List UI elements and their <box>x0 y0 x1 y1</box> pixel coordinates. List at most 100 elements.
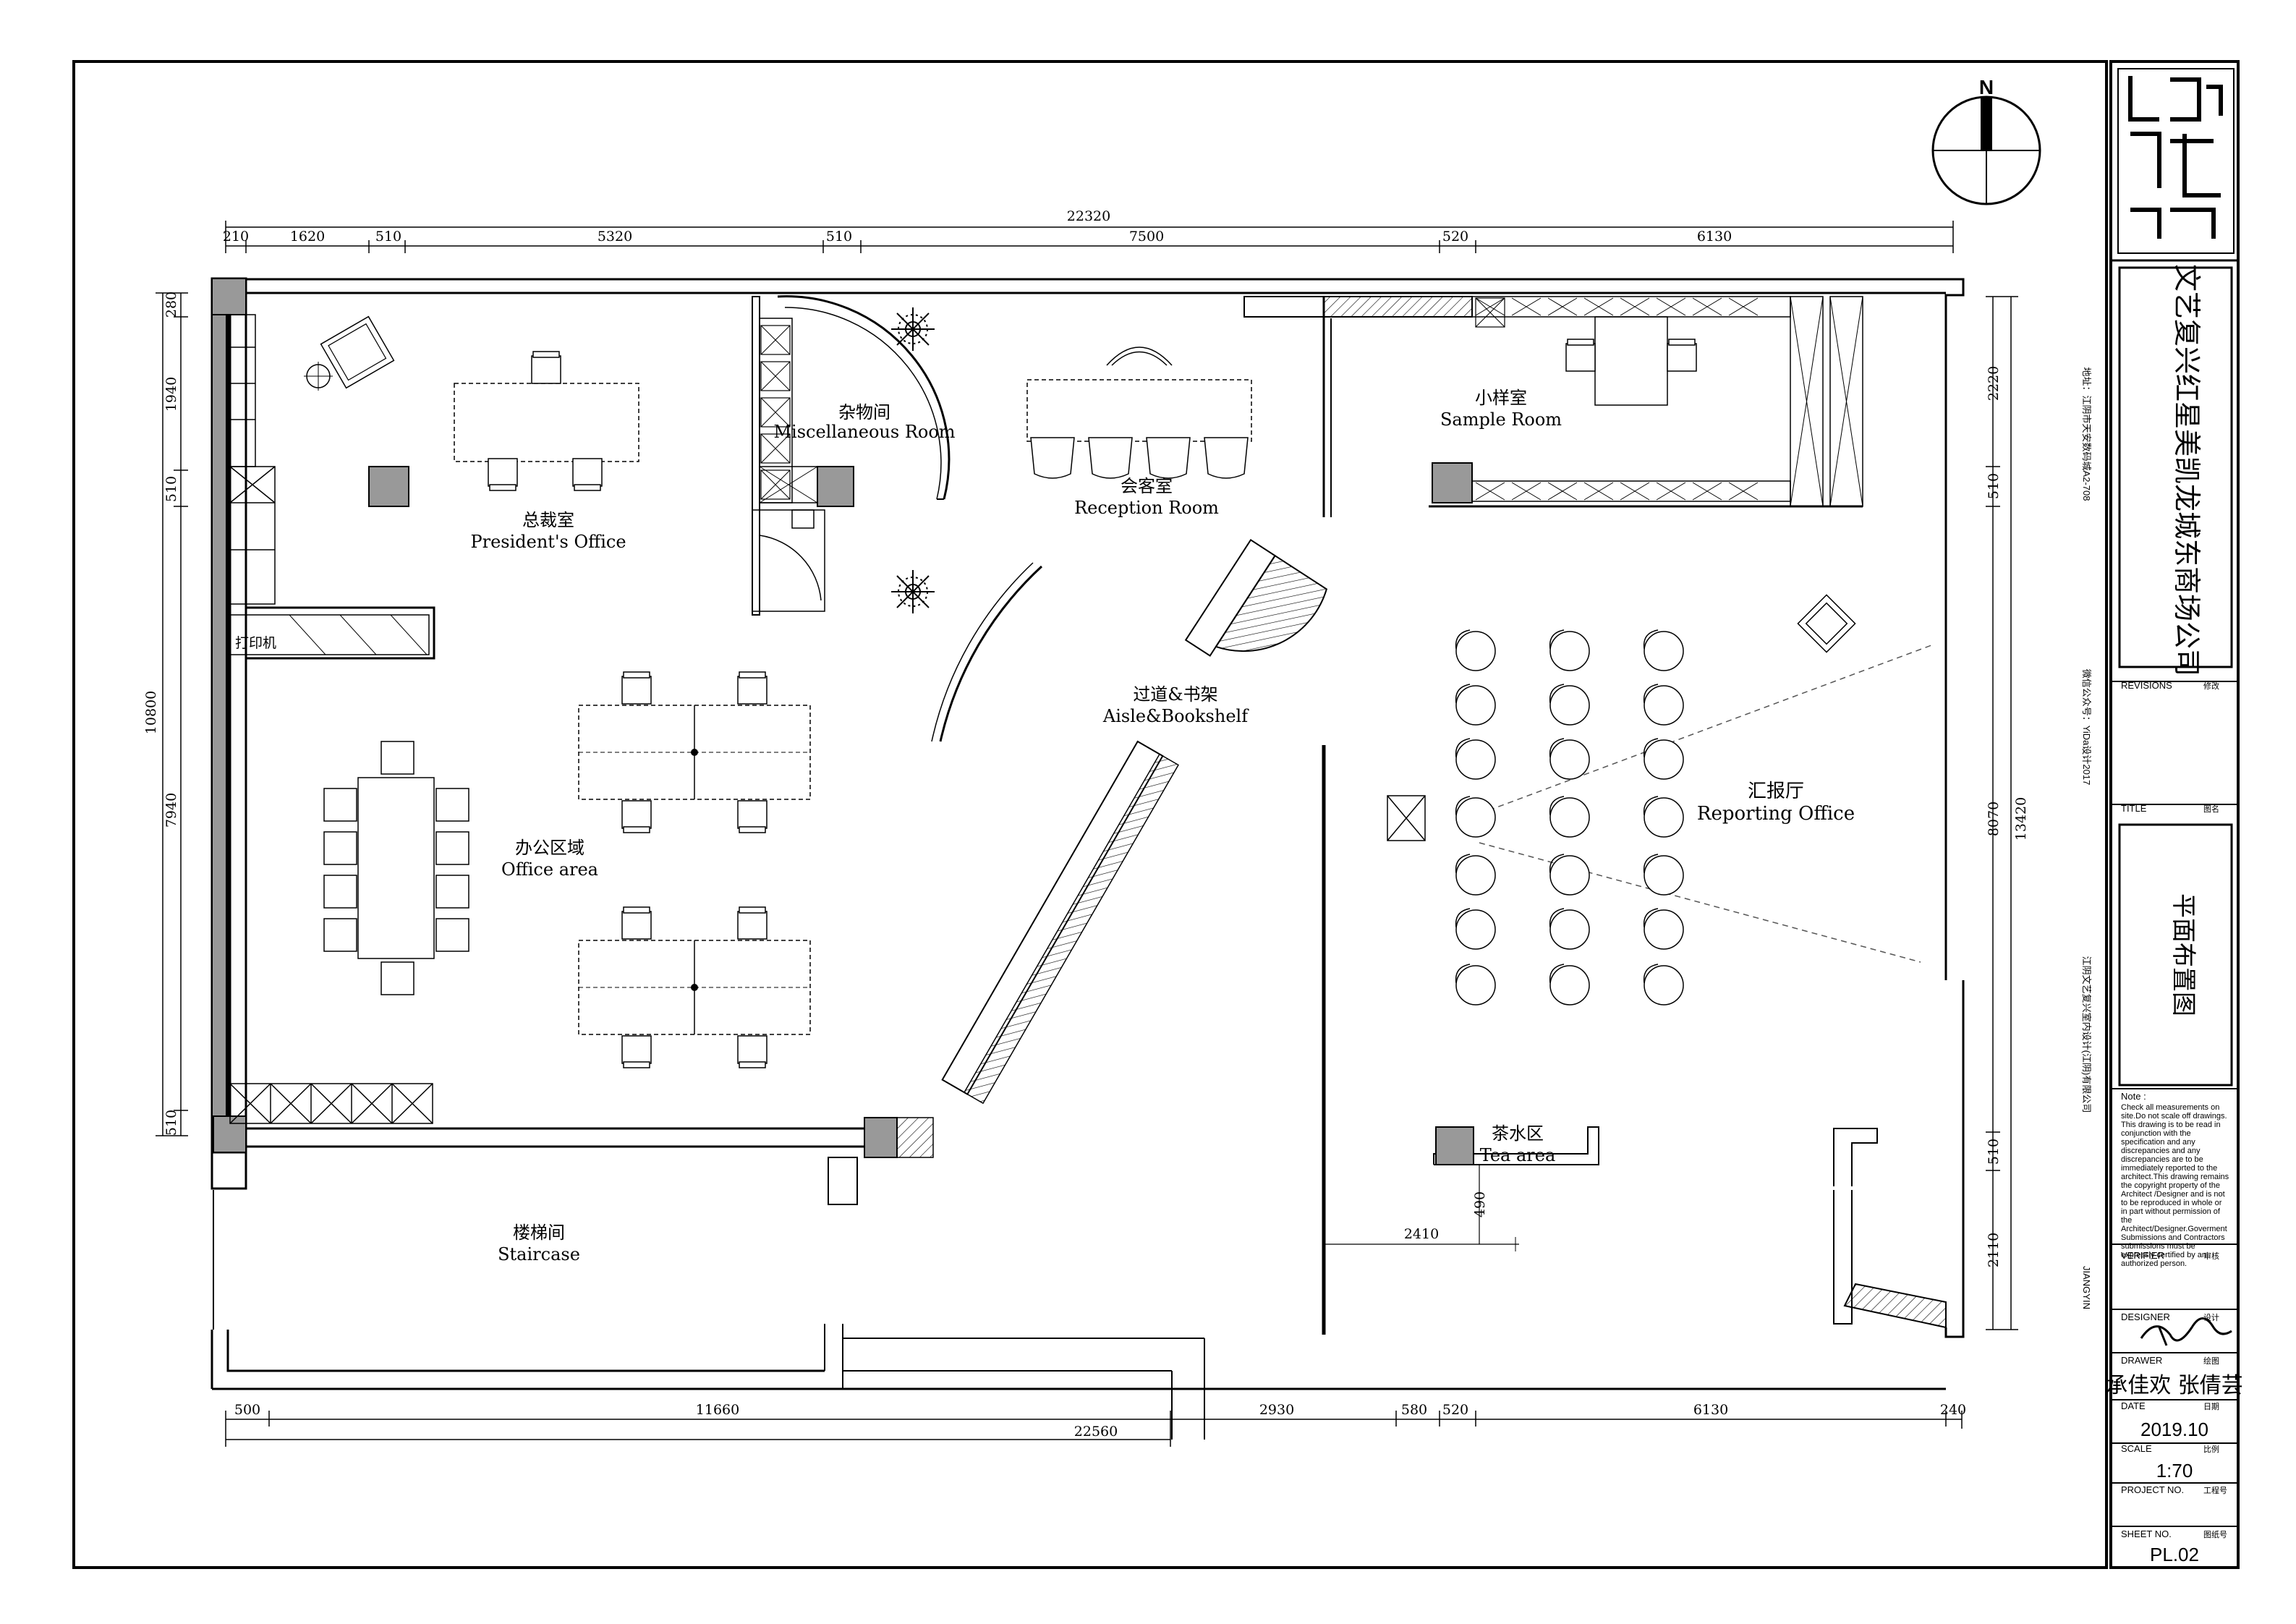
office-label-en: Office area <box>501 859 598 880</box>
projector-icon <box>1387 795 1426 841</box>
verifier-label: VERIFIER <box>2121 1250 2164 1261</box>
side-address: 地址：江阴市天安数码城A2-708 <box>2081 367 2092 501</box>
stair-label-cn: 楼梯间 <box>513 1223 565 1243</box>
dim-top-seg: 5320 <box>598 229 632 245</box>
dim-right: 510 <box>1986 473 2002 499</box>
sheet-label-cn: 图纸号 <box>2203 1530 2227 1539</box>
title-label: TITLE <box>2121 803 2147 814</box>
dim-bottom-seg: 11660 <box>696 1402 739 1418</box>
armchair <box>1106 347 1173 366</box>
revisions-label-cn: 修改 <box>2203 681 2219 691</box>
president-desk <box>454 383 639 462</box>
dim-tea-offset: 490 <box>1472 1191 1488 1217</box>
sheet-frame <box>72 60 2240 1569</box>
sample-label-cn: 小样室 <box>1475 388 1527 408</box>
dim-left: 280 <box>163 292 179 318</box>
scale-label: SCALE <box>2121 1443 2152 1454</box>
misc-label-en: Miscellaneous Room <box>773 422 955 442</box>
project-label: PROJECT NO. <box>2121 1484 2184 1495</box>
revisions-label: REVISIONS <box>2121 680 2172 691</box>
reporting-label-en: Reporting Office <box>1697 803 1855 825</box>
sample-room <box>1243 296 1863 517</box>
title-block <box>2111 259 2238 1527</box>
verifier-label-cn: 审核 <box>2203 1251 2219 1261</box>
dim-left: 1940 <box>163 377 179 412</box>
aisle-bookshelf <box>931 539 1328 1105</box>
presidents-office: 打印机 总裁室 President's Office <box>229 315 639 660</box>
lounge-chair <box>320 315 395 389</box>
column <box>368 466 409 507</box>
column <box>864 1117 898 1158</box>
miscellaneous-room <box>752 295 951 616</box>
misc-label-cn: 杂物间 <box>838 402 890 422</box>
office-label-cn: 办公区域 <box>515 838 584 858</box>
drawing-title: 平面布置图 <box>2169 893 2198 1016</box>
dim-top-seg: 510 <box>826 229 852 245</box>
tea-label-cn: 茶水区 <box>1492 1123 1544 1144</box>
dim-left: 7940 <box>163 793 179 828</box>
dim-left: 510 <box>163 476 179 502</box>
sample-cabinet-x <box>1475 297 1759 501</box>
dim-bottom-seg: 580 <box>1401 1402 1427 1418</box>
side-company: 江阴文艺复兴室内设计(江阴)有限公司 <box>2081 956 2092 1113</box>
office-area: 办公区域 Office area <box>229 671 934 1205</box>
dim-top-seg: 510 <box>375 229 401 245</box>
sheet-label: SHEET NO. <box>2121 1529 2172 1539</box>
date-value: 2019.10 <box>2140 1419 2208 1440</box>
dim-right: 510 <box>1986 1139 2002 1165</box>
aisle-label-en: Aisle&Bookshelf <box>1102 706 1249 726</box>
staircase-walls <box>213 1190 1205 1440</box>
dim-bottom-seg: 6130 <box>1693 1402 1728 1418</box>
dim-top-total: 22320 <box>1067 208 1110 224</box>
company-name: 文艺复兴红星美凯龙城东商场公司 <box>2171 264 2203 676</box>
dim-top-seg: 520 <box>1442 229 1468 245</box>
date-label-cn: 日期 <box>2203 1402 2219 1411</box>
side-wechat: 微信公众号：YiDa设计2017 <box>2081 669 2092 786</box>
drawer-names: 承佳欢 张倩芸 <box>2106 1373 2243 1398</box>
reception-label-cn: 会客室 <box>1121 476 1173 496</box>
designer-signature <box>2140 1317 2232 1346</box>
dim-right: 13420 <box>2013 797 2029 841</box>
note-label: Note : <box>2121 1091 2146 1102</box>
aisle-label-cn: 过道&书架 <box>1133 684 1217 705</box>
company-logo <box>2117 68 2235 254</box>
side-city: JIANGYIN <box>2081 1266 2092 1309</box>
designer-label: DESIGNER <box>2121 1311 2170 1322</box>
president-label-cn: 总裁室 <box>522 510 574 530</box>
plant-icon <box>891 570 935 613</box>
note-text: Check all measurements on site.Do not sc… <box>2121 1103 2229 1268</box>
left-dimension-chain <box>156 292 188 1136</box>
dim-right: 2220 <box>1986 366 2002 401</box>
dim-left: 510 <box>163 1110 179 1136</box>
sample-label-en: Sample Room <box>1440 409 1562 430</box>
project-label-cn: 工程号 <box>2203 1486 2227 1495</box>
scale-label-cn: 比例 <box>2203 1444 2219 1454</box>
plant-icon <box>891 307 935 351</box>
dim-bottom-total: 22560 <box>1074 1424 1118 1440</box>
bottom-dimension-chain <box>225 1411 1963 1447</box>
meeting-table <box>357 777 435 959</box>
speaker-icon <box>1797 594 1856 653</box>
bottom-cabinets <box>229 1083 433 1124</box>
dim-top-seg: 6130 <box>1697 229 1732 245</box>
dim-top-seg: 1620 <box>290 229 325 245</box>
dim-top-seg: 210 <box>223 229 249 245</box>
chair <box>488 458 518 491</box>
reception-room: 会客室 Reception Room <box>1026 347 1252 518</box>
desk-cluster <box>578 671 811 833</box>
meeting-chairs <box>323 741 469 995</box>
date-label: DATE <box>2121 1400 2146 1411</box>
wall-column <box>211 278 247 1153</box>
reception-table <box>1026 379 1252 442</box>
drawer-label: DRAWER <box>2121 1355 2162 1366</box>
reporting-office: 汇报厅 Reporting Office <box>1387 594 1932 1006</box>
tea-area: 茶水区 Tea area 2410 490 <box>1323 1123 1599 1251</box>
bottom-right-wall <box>1833 1128 1947 1329</box>
dim-right: 8070 <box>1986 802 2002 836</box>
chair <box>572 458 603 491</box>
dim-right: 2110 <box>1986 1233 2002 1267</box>
dim-bottom-seg: 500 <box>234 1402 260 1418</box>
exterior-walls <box>211 278 1965 1390</box>
audience-seating <box>1455 629 1684 1006</box>
printer-label: 打印机 <box>235 635 276 651</box>
